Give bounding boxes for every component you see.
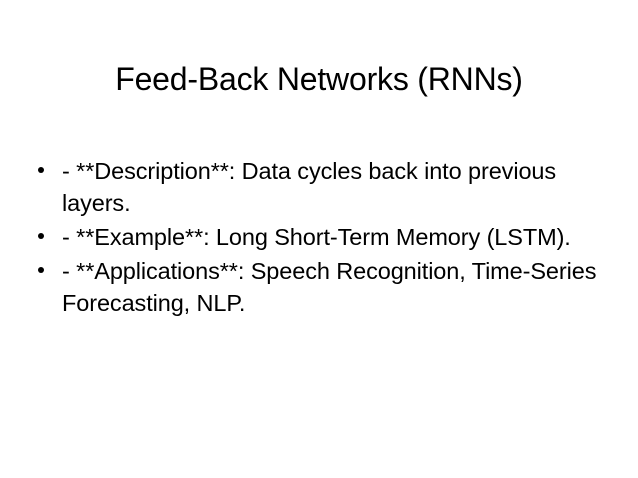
list-item: - **Description**: Data cycles back into…: [30, 155, 610, 219]
list-item-label: - **Description**: Data cycles back into…: [62, 158, 557, 216]
list-item: - **Example**: Long Short-Term Memory (L…: [30, 221, 610, 253]
list-item-label: - **Applications**: Speech Recognition, …: [62, 258, 597, 316]
page-title: Feed-Back Networks (RNNs): [115, 61, 523, 98]
list-item-label: - **Example**: Long Short-Term Memory (L…: [62, 224, 571, 250]
round-bullet-icon: [38, 167, 44, 173]
list-item: - **Applications**: Speech Recognition, …: [30, 255, 610, 319]
round-bullet-icon: [38, 267, 44, 273]
round-bullet-icon: [38, 233, 44, 239]
slide-bullet-list: - **Description**: Data cycles back into…: [30, 155, 610, 321]
